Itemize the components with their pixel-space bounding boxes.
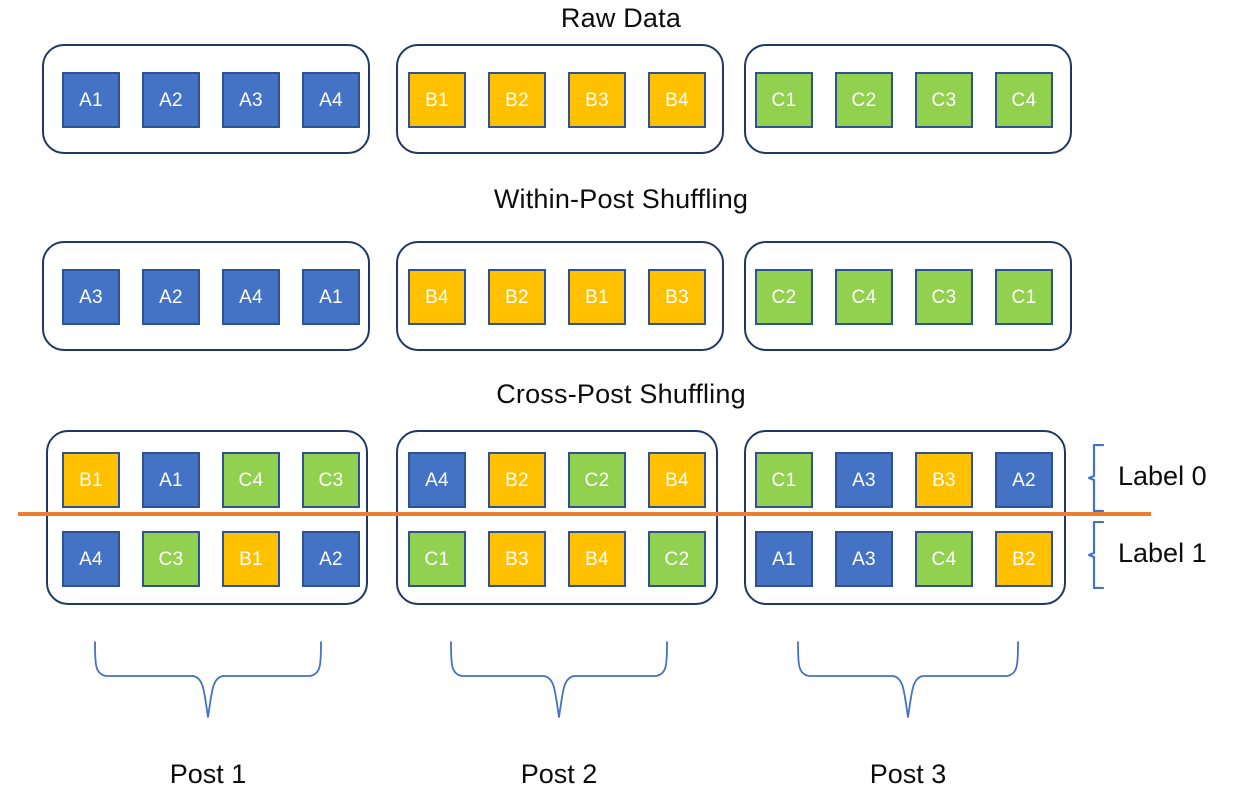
tile: A1 <box>302 269 360 325</box>
tile: C2 <box>835 72 893 128</box>
tile: B2 <box>995 531 1053 587</box>
section-title-within-post-shuffling: Within-Post Shuffling <box>493 184 749 214</box>
post-3-brace-icon <box>797 641 1019 718</box>
tile: A2 <box>995 452 1053 508</box>
tile: C4 <box>222 452 280 508</box>
tile: A3 <box>835 531 893 587</box>
tile: B3 <box>568 72 626 128</box>
tile: B4 <box>648 452 706 508</box>
tile: C4 <box>915 531 973 587</box>
tile: C3 <box>915 269 973 325</box>
tile: C1 <box>755 452 813 508</box>
label-0-text: Label 0 <box>1118 461 1207 491</box>
section-title-cross-post-shuffling: Cross-Post Shuffling <box>496 379 746 409</box>
tile: A4 <box>408 452 466 508</box>
post-2-label: Post 2 <box>520 759 598 789</box>
tile: A2 <box>142 72 200 128</box>
tile: C2 <box>648 531 706 587</box>
tile: C3 <box>302 452 360 508</box>
tile: B3 <box>648 269 706 325</box>
label-divider-line <box>18 512 1151 516</box>
tile: A3 <box>62 269 120 325</box>
tile: A2 <box>302 531 360 587</box>
tile: C1 <box>408 531 466 587</box>
post-1-brace-icon <box>94 641 322 718</box>
tile: B1 <box>222 531 280 587</box>
tile: A1 <box>142 452 200 508</box>
tile: B1 <box>62 452 120 508</box>
post-3-label: Post 3 <box>869 759 947 789</box>
tile: B4 <box>408 269 466 325</box>
tile: B3 <box>488 531 546 587</box>
tile: A4 <box>302 72 360 128</box>
tile: B4 <box>648 72 706 128</box>
tile: C1 <box>755 72 813 128</box>
tile: B4 <box>568 531 626 587</box>
tile: A4 <box>222 269 280 325</box>
tile: A4 <box>62 531 120 587</box>
tile: A3 <box>222 72 280 128</box>
tile: B1 <box>568 269 626 325</box>
tile: B1 <box>408 72 466 128</box>
tile: C3 <box>915 72 973 128</box>
post-2-brace-icon <box>450 641 668 718</box>
tile: A1 <box>755 531 813 587</box>
tile: C4 <box>995 72 1053 128</box>
tile: C1 <box>995 269 1053 325</box>
tile: B2 <box>488 72 546 128</box>
tile: A2 <box>142 269 200 325</box>
tile: C2 <box>568 452 626 508</box>
label-1-text: Label 1 <box>1118 538 1207 568</box>
section-title-raw-data: Raw Data <box>560 3 682 33</box>
tile: B2 <box>488 452 546 508</box>
tile: B2 <box>488 269 546 325</box>
label-0-brace-icon <box>1087 444 1105 512</box>
tile: C2 <box>755 269 813 325</box>
tile: C3 <box>142 531 200 587</box>
post-1-label: Post 1 <box>169 759 247 789</box>
tile: A3 <box>835 452 893 508</box>
tile: C4 <box>835 269 893 325</box>
tile: B3 <box>915 452 973 508</box>
label-1-brace-icon <box>1087 521 1105 589</box>
tile: A1 <box>62 72 120 128</box>
